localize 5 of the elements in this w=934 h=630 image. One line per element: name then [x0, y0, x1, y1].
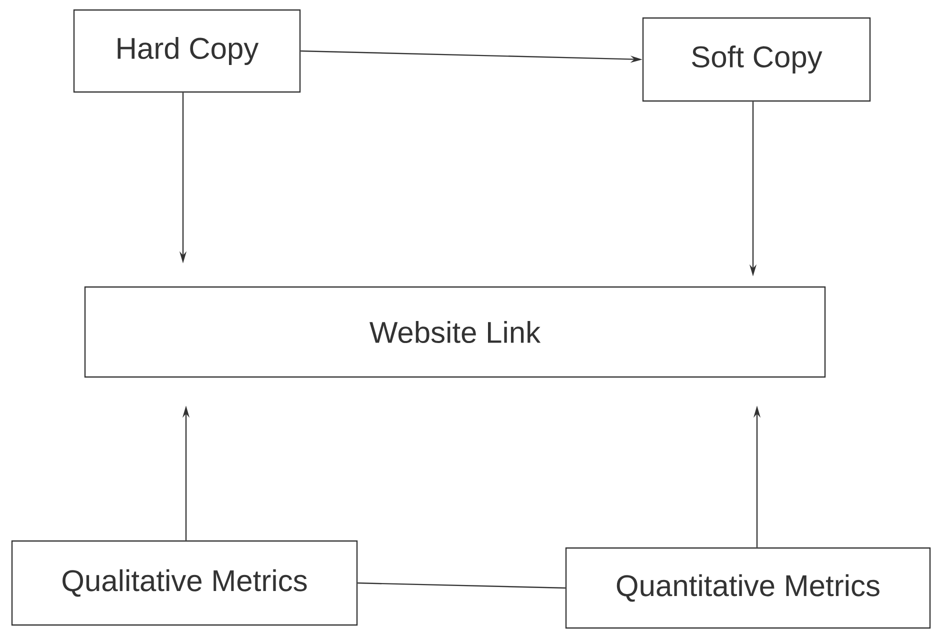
process-box: Qualitative Metrics [11, 540, 358, 626]
process-box: Quantitative Metrics [565, 547, 931, 629]
process-box: Soft Copy [642, 17, 871, 102]
process-box: Website Link [84, 286, 826, 378]
process-box: Hard Copy [73, 9, 301, 93]
